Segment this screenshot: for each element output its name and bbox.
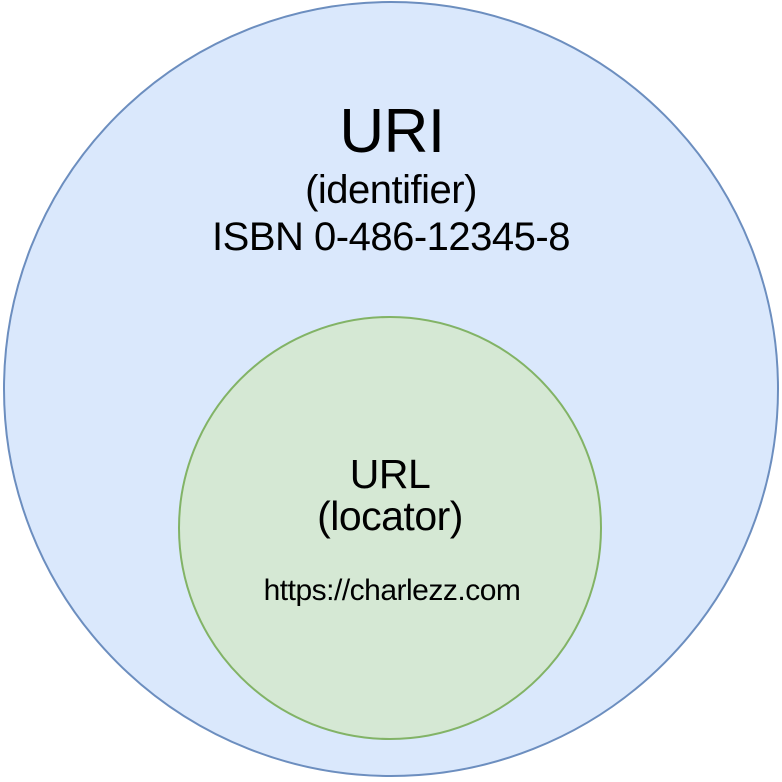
url-title: URL — [350, 451, 431, 497]
url-example-link: https://charlezz.com — [264, 574, 521, 607]
uri-title: URI — [339, 97, 444, 166]
url-subtitle: (locator) — [317, 493, 463, 539]
url-circle — [178, 316, 602, 740]
uri-example-isbn: ISBN 0-486-12345-8 — [212, 215, 570, 259]
uri-subtitle: (identifier) — [305, 168, 477, 212]
